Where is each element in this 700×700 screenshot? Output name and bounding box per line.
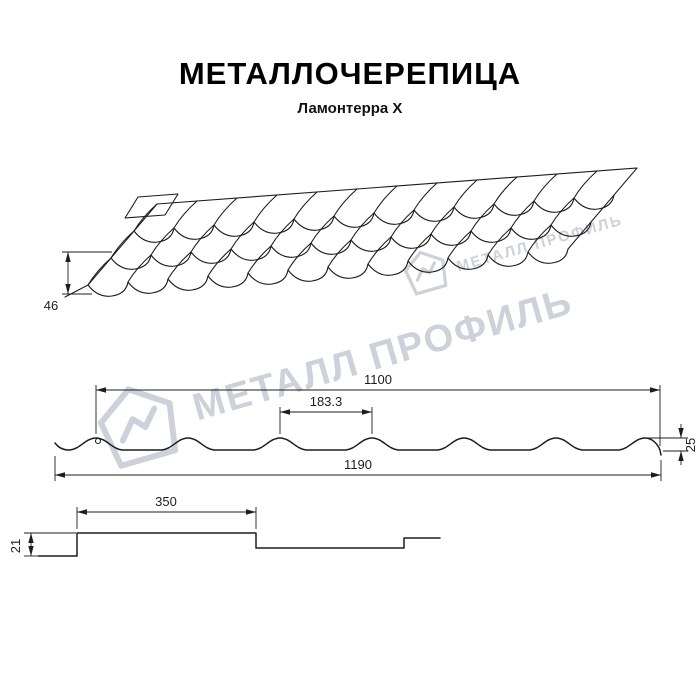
watermark-small: МЕТАЛЛ ПРОФИЛЬ: [400, 212, 625, 297]
dimension-roof-edge-height: 46: [44, 251, 112, 313]
watermark-text: МЕТАЛЛ ПРОФИЛЬ: [188, 281, 577, 430]
metall-profil-logo-icon: [400, 245, 452, 297]
dimension-wave-pitch: 183.3: [279, 394, 373, 434]
dimension-full-width: 1190: [54, 456, 662, 481]
dimension-cover-width: 1100: [95, 372, 661, 446]
ridge-flat-tab: [124, 193, 179, 219]
watermark-large: МЕТАЛЛ ПРОФИЛЬ: [94, 281, 578, 468]
dim-label-183.3: 183.3: [310, 394, 343, 409]
roof-perspective-view: 46: [44, 167, 638, 313]
tile-ridge-lines: [134, 171, 614, 231]
dim-label-46: 46: [44, 298, 58, 313]
metall-profil-logo-icon: [94, 380, 182, 468]
page-subtitle: Ламонтерра X: [297, 100, 403, 117]
sheet-top-edge: [156, 167, 638, 205]
dim-label-350: 350: [155, 494, 177, 509]
eave-edge-line: [64, 284, 89, 298]
dimension-module-length: 350: [76, 494, 257, 529]
profile-curve: [54, 437, 662, 456]
dim-label-1190: 1190: [344, 457, 372, 472]
page-title: МЕТАЛЛОЧЕРЕПИЦА: [178, 56, 522, 91]
dim-label-25: 25: [683, 438, 698, 452]
dimension-profile-height: 25: [648, 424, 698, 465]
sheet-left-edge: [87, 203, 158, 286]
step-profile-curve: [37, 532, 441, 557]
profile-cross-section: 1100 183.3 25 1190: [54, 372, 698, 481]
dim-label-21: 21: [8, 539, 23, 553]
step-profile-section: 350 21: [8, 494, 441, 557]
dim-label-1100: 1100: [364, 372, 392, 387]
sheet-right-edge: [567, 167, 638, 250]
dimension-step-height: 21: [8, 532, 76, 557]
anticapillary-groove: [94, 437, 102, 445]
